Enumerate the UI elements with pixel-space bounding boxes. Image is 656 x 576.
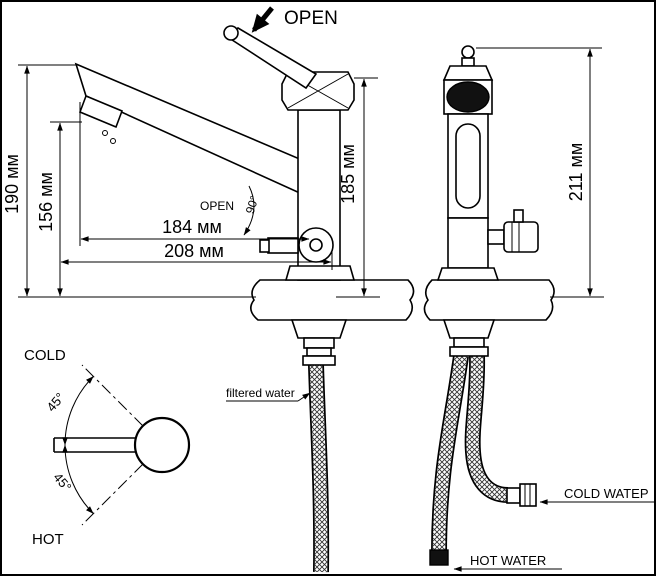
rotation-angle-label: 90° bbox=[243, 194, 262, 216]
handle-end bbox=[223, 25, 239, 41]
dim-spout-height: 190 мм bbox=[2, 154, 22, 214]
swivel-limit-lower bbox=[81, 463, 144, 526]
water-drop-icon bbox=[110, 138, 116, 144]
valve-knob bbox=[298, 227, 334, 263]
body-top-view bbox=[133, 416, 191, 474]
dim-body-height: 185 мм bbox=[338, 144, 358, 204]
aerator bbox=[78, 94, 124, 129]
swivel-limit-upper bbox=[81, 364, 144, 427]
swivel-angle-lower: 45° bbox=[50, 470, 74, 495]
base-flange bbox=[436, 267, 500, 281]
faucet-front-view bbox=[436, 45, 539, 357]
hot-water-hose bbox=[429, 354, 469, 566]
cold-direction-label: COLD bbox=[24, 347, 66, 364]
mounting-nut bbox=[442, 319, 496, 339]
water-drop-icon bbox=[102, 130, 108, 136]
cold-hose-nut bbox=[519, 483, 537, 507]
dim-spout-reach: 184 мм bbox=[162, 217, 222, 237]
dim-total-height: 211 мм bbox=[566, 143, 586, 201]
cold-hose-fitting bbox=[506, 487, 521, 504]
countertop bbox=[250, 279, 555, 321]
cold-water-label: COLD WATEP bbox=[564, 486, 649, 501]
dim-total-reach: 208 мм bbox=[164, 241, 224, 261]
body-lower bbox=[447, 217, 489, 269]
rotation-arc-icon bbox=[243, 185, 255, 236]
valve-outlet bbox=[267, 237, 299, 254]
handle-front bbox=[446, 81, 490, 113]
filtered-water-label: filtered water bbox=[226, 386, 295, 400]
faucet-top-view: 45° 45° COLD HOT bbox=[24, 347, 191, 548]
dimension-lines: 190 мм 156 мм 184 мм 208 мм 185 мм 211 м… bbox=[2, 47, 604, 298]
swivel-angle-upper: 45° bbox=[43, 390, 67, 415]
spout bbox=[74, 62, 303, 196]
hot-hose-fitting bbox=[429, 549, 449, 566]
open-rotation-label: OPEN bbox=[200, 199, 234, 213]
handle-tip bbox=[461, 45, 475, 59]
valve-handle bbox=[503, 221, 539, 253]
open-label: OPEN bbox=[284, 8, 338, 29]
dim-aerator-height: 156 мм bbox=[36, 172, 56, 232]
swivel-arc-lower-icon bbox=[62, 444, 94, 514]
base-flange bbox=[284, 265, 356, 281]
body-upper bbox=[447, 113, 489, 219]
open-annotations: OPEN OPEN 90° bbox=[200, 6, 338, 236]
hose-connector bbox=[302, 355, 336, 366]
valve-stem bbox=[487, 229, 505, 245]
mounting-nut bbox=[290, 319, 348, 339]
hot-direction-label: HOT bbox=[32, 531, 64, 548]
open-arrow-icon bbox=[251, 6, 274, 33]
faucet-side-view bbox=[74, 25, 356, 366]
cold-water-hose bbox=[464, 355, 537, 507]
water-line-labels: filtered water COLD WATEP HOT WATER bbox=[226, 386, 654, 572]
handle-lever bbox=[224, 27, 318, 90]
swivel-arc-upper-icon bbox=[62, 376, 94, 446]
body-slot bbox=[455, 123, 481, 209]
hot-water-label: HOT WATER bbox=[470, 553, 546, 568]
filtered-water-hose bbox=[308, 364, 330, 573]
